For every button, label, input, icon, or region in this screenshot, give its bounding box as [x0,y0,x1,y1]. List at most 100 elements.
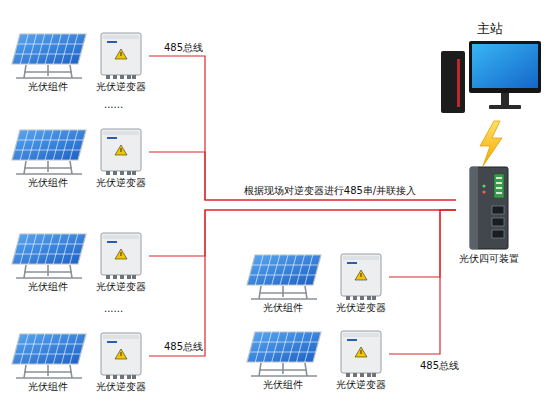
terminal-screw [496,192,502,194]
inverter-body [101,33,141,75]
cable-gland [113,75,117,79]
inverter-body [101,333,141,375]
inverter-icon [99,128,143,176]
cable-gland [106,75,110,79]
monitor-neck [501,93,509,105]
panel-stand [47,265,49,276]
inverter-lid [343,333,379,337]
rs485-wire [389,210,456,277]
inverter-logo [107,137,117,139]
cable-gland [120,275,124,279]
inverter-icon [99,32,143,80]
panel-surface [12,130,86,160]
cable-gland [132,75,136,79]
node-text: 光伏组件 [28,81,68,92]
node-label: 光伏组件 [8,176,88,189]
panel-surface [12,34,86,64]
panel-grid [255,255,263,285]
node-label: 光伏组件 [243,378,323,391]
node-text: 光伏组件 [28,177,68,188]
pv-panel: 光伏组件 [243,330,323,391]
monitor-base [489,105,521,109]
warning-mark [121,148,122,152]
cable-gland [127,375,131,379]
warning-sign [115,49,127,59]
panel-stand [16,377,82,379]
cable-gland [127,75,131,79]
node-label: 光伏组件 [243,301,323,314]
rs485-wire [389,210,456,354]
ellipsis: ...... [104,99,123,111]
pv-inverter: 光伏逆变器 [333,330,389,391]
panel-surface [247,332,321,362]
warning-sign [115,349,127,359]
panel-icon [8,332,88,380]
panel-grid [37,34,45,64]
panel-grid [62,130,70,160]
cable-gland [113,275,117,279]
cable-gland [132,171,136,175]
panel-grid [20,130,28,160]
warning-mark [361,350,362,354]
panel-grid [20,234,28,264]
status-led [482,184,485,187]
terminal-screw [496,187,502,189]
panel-grid [288,255,296,285]
node-text: 光伏逆变器 [96,81,146,92]
cable-gland [346,373,350,377]
inverter-logo [107,341,117,343]
bus-label: 485总线 [420,360,459,372]
panel-grid [20,334,28,364]
panel-stand [282,286,284,297]
device-side [470,167,478,249]
bus-label: 485总线 [164,42,203,54]
rs485-wire [149,152,456,200]
terminal-screw [496,177,502,179]
wireless-bolt [480,121,502,166]
panel-grid [272,255,280,285]
panel-grid [53,130,61,160]
panel-stand [16,277,82,279]
rs485-wire [149,210,456,256]
node-label: 光伏四可装置 [456,252,522,265]
warning-sign [115,249,127,259]
cable-gland [360,373,364,377]
pv-panel: 光伏组件 [8,32,88,93]
panel-stand [259,369,307,371]
warning-mark [361,273,362,277]
panel-grid [264,255,272,285]
cable-gland [372,373,376,377]
cable-gland [360,296,364,300]
panel-icon [8,128,88,176]
panel-grid [70,234,78,264]
panel-icon [243,330,323,378]
inverter-logo [107,241,117,243]
warning-sign [355,347,367,357]
computer-icon [435,37,545,117]
panel-stand [251,298,317,300]
panel-icon [243,253,323,301]
terminal-block [494,174,504,198]
terminal-screw [496,182,502,184]
inverter-body [341,254,381,296]
cable-gland [346,296,350,300]
node-text: 光伏组件 [28,381,68,392]
panel-grid [288,332,296,362]
inverter-icon [99,332,143,380]
node-label: 光伏逆变器 [333,301,389,314]
panel-icon [8,32,88,80]
panel-grid [70,334,78,364]
node-label: 光伏逆变器 [93,176,149,189]
cable-gland [113,171,117,175]
network-port [492,230,504,238]
panel-grid [37,130,45,160]
panel-stand [47,365,49,376]
node-text: 光伏逆变器 [336,302,386,313]
panel-stand [24,371,72,373]
inverter-body [101,233,141,275]
cable-gland [132,375,136,379]
warning-mark [121,352,122,356]
node-text: 光伏逆变器 [96,381,146,392]
wiring-note: 根据现场对逆变器进行485串/并联接入 [244,185,416,197]
